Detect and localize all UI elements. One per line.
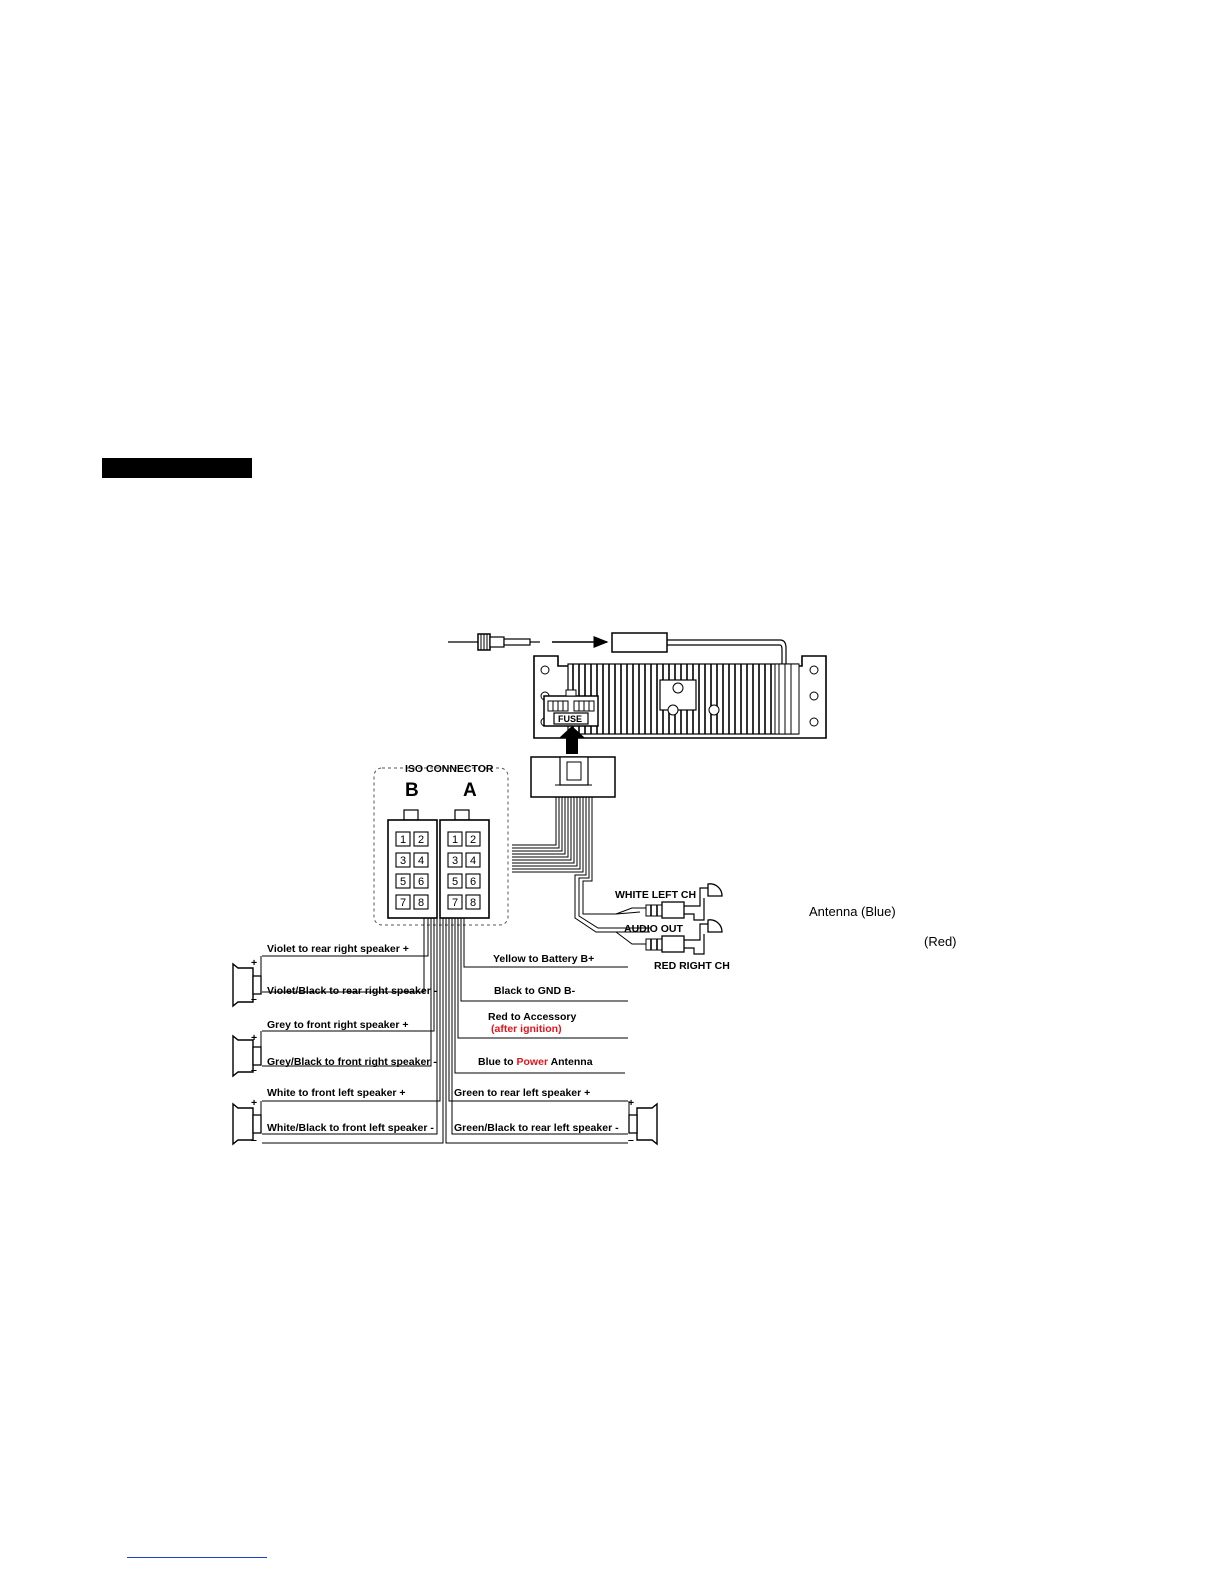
minus-sign: – (251, 993, 257, 1005)
iso-wire-trunk (262, 918, 628, 1144)
plus-sign: + (628, 1097, 634, 1109)
pin-number: 1 (452, 834, 458, 846)
speaker-rear-right-icon (232, 956, 262, 1008)
wire-label-red-note: (after ignition) (491, 1023, 562, 1035)
wire-label-green: Green to rear left speaker + (454, 1087, 590, 1099)
wire-label-black: Black to GND B- (494, 985, 576, 997)
wire-label-yellow: Yellow to Battery B+ (493, 953, 594, 965)
wire-label-violet-black: Violet/Black to rear right speaker - (267, 985, 438, 997)
pin-2: 2 (413, 831, 429, 847)
pin-number: 6 (470, 876, 476, 888)
minus-sign: – (251, 1134, 257, 1146)
iso-connector-title: ISO CONNECTOR (405, 763, 494, 775)
pin-7: 7 (395, 894, 411, 910)
wire-label-grey-black: Grey/Black to front right speaker - (267, 1056, 437, 1068)
wire-label-violet: Violet to rear right speaker + (267, 943, 409, 955)
connector-b-label: B (405, 780, 419, 801)
pin-number: 4 (470, 855, 476, 867)
pin-number: 2 (418, 834, 424, 846)
connector-b-block (387, 809, 438, 919)
pin-7: 7 (447, 894, 463, 910)
pin-3: 3 (395, 852, 411, 868)
pin-number: 8 (418, 897, 424, 909)
rca-left-icon (615, 883, 723, 921)
pin-number: 7 (452, 897, 458, 909)
pin-number: 8 (470, 897, 476, 909)
wire-bundle (512, 797, 650, 933)
pin-6: 6 (465, 873, 481, 889)
wire-label-blue: Blue to Power Antenna (478, 1056, 593, 1068)
pin-4: 4 (465, 852, 481, 868)
audio-out-label: AUDIO OUT (624, 923, 684, 935)
iso-connector-outline (373, 767, 509, 926)
plus-sign: + (251, 1032, 257, 1044)
plus-sign: + (251, 957, 257, 969)
wire-label-green-black: Green/Black to rear left speaker - (454, 1122, 619, 1134)
antenna-socket-icon (611, 632, 787, 680)
pin-number: 3 (400, 855, 406, 867)
pin-number: 7 (400, 897, 406, 909)
wire-label-grey: Grey to front right speaker + (267, 1019, 409, 1031)
red-right-ch-label: RED RIGHT CH (654, 960, 730, 972)
speaker-front-right-icon (232, 1031, 262, 1078)
connector-a-block (439, 809, 490, 919)
antenna-blue-note: Antenna (Blue) (809, 904, 896, 919)
speaker-front-left-icon (232, 1101, 262, 1146)
head-unit-rear-icon: FUSE (533, 655, 827, 739)
pin-8: 8 (465, 894, 481, 910)
rca-right-icon (615, 919, 723, 955)
pin-8: 8 (413, 894, 429, 910)
pin-number: 4 (418, 855, 424, 867)
section-header-bar (102, 458, 252, 478)
plus-sign: + (251, 1097, 257, 1109)
pin-6: 6 (413, 873, 429, 889)
antenna-plug-icon (448, 633, 540, 651)
minus-sign: – (628, 1134, 634, 1146)
pin-5: 5 (395, 873, 411, 889)
pin-4: 4 (413, 852, 429, 868)
pin-2: 2 (465, 831, 481, 847)
wire-label-white: White to front left speaker + (267, 1087, 406, 1099)
pin-number: 6 (418, 876, 424, 888)
pin-number: 5 (400, 876, 406, 888)
minus-sign: – (251, 1064, 257, 1076)
pin-5: 5 (447, 873, 463, 889)
connector-a-label: A (463, 780, 477, 801)
pin-number: 1 (400, 834, 406, 846)
white-left-ch-label: WHITE LEFT CH (615, 889, 696, 901)
pin-number: 2 (470, 834, 476, 846)
pin-1: 1 (395, 831, 411, 847)
harness-plug-icon (530, 756, 616, 798)
footer-link-underline (127, 1557, 267, 1558)
pin-number: 5 (452, 876, 458, 888)
fuse-label: FUSE (558, 714, 582, 724)
pin-3: 3 (447, 852, 463, 868)
pin-number: 3 (452, 855, 458, 867)
speaker-rear-left-icon (628, 1101, 658, 1146)
connect-arrow-icon (559, 726, 585, 754)
pin-1: 1 (447, 831, 463, 847)
wire-label-white-black: White/Black to front left speaker - (267, 1122, 434, 1134)
wire-label-red: Red to Accessory (488, 1011, 576, 1023)
red-note: (Red) (924, 934, 957, 949)
